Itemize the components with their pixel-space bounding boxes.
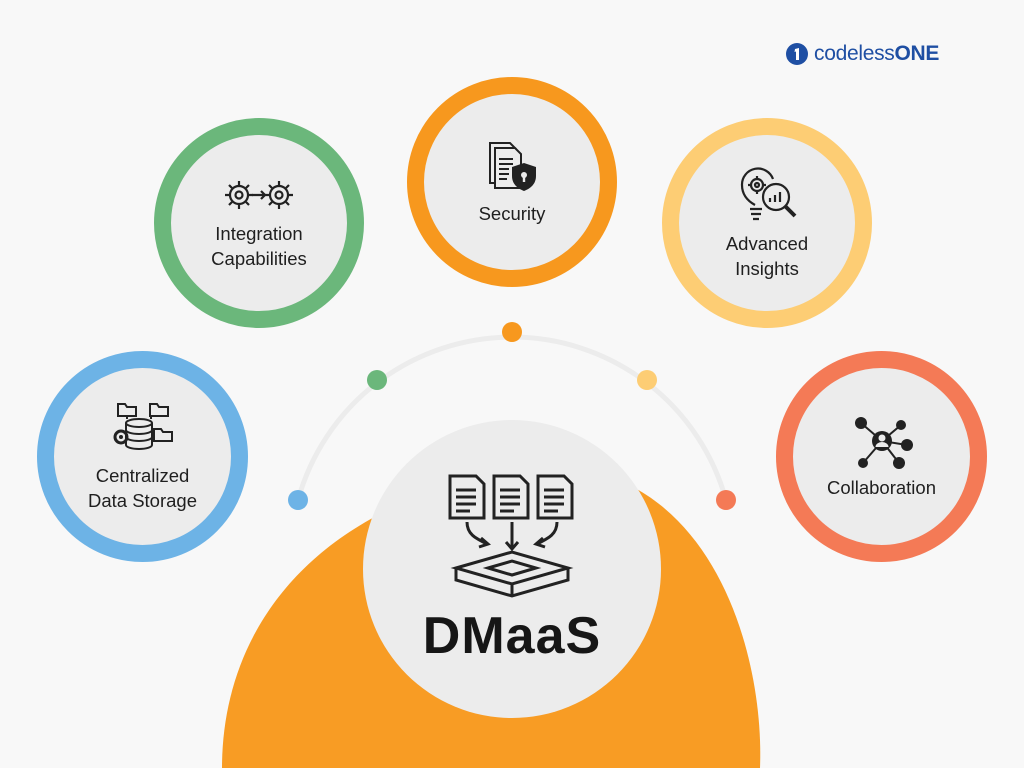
arc-dot-security <box>502 322 522 342</box>
documents-into-storage-box-icon <box>448 474 574 598</box>
logo-mark <box>786 43 808 65</box>
hub-title: DMaaS <box>422 607 602 665</box>
arc-dot-integration-capabilities <box>367 370 387 390</box>
feature-centralized-data-storage: Centralized Data Storage <box>37 351 248 562</box>
feature-collaboration: Collaboration <box>776 351 987 562</box>
linked-gears-icon <box>225 181 293 209</box>
feature-label: Centralized Data Storage <box>87 464 197 511</box>
arc-dot-advanced-insights <box>637 370 657 390</box>
feature-label: Collaboration <box>826 477 936 498</box>
feature-advanced-insights: Advanced Insights <box>662 118 872 328</box>
feature-label: Advanced Insights <box>725 233 809 279</box>
feature-label: Security <box>478 202 546 224</box>
document-shield-lock-icon <box>489 141 536 191</box>
logo-text-regular: codeless <box>814 42 895 65</box>
lightbulb-magnifier-icon <box>740 167 797 221</box>
dmaas-hub: DMaaS <box>363 420 661 718</box>
codelessone-logo: codelessONE <box>786 42 939 66</box>
feature-security: Security <box>407 77 617 287</box>
feature-integration-capabilities: Integration Capabilities <box>154 118 364 328</box>
arc-dot-centralized-data-storage <box>288 490 308 510</box>
database-folders-icon <box>113 402 173 450</box>
feature-label: Integration Capabilities <box>211 223 307 269</box>
logo-text-bold: ONE <box>894 42 940 65</box>
logo-wordmark: codelessONE <box>814 42 939 66</box>
arc-dot-collaboration <box>716 490 736 510</box>
people-network-icon <box>854 417 913 469</box>
